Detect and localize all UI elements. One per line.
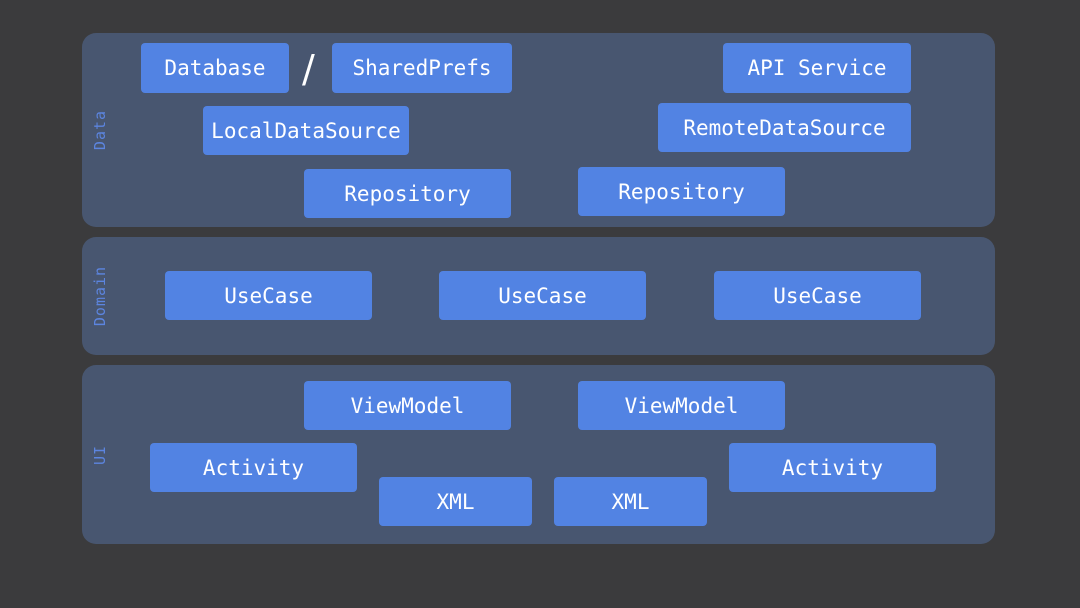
usecase-box-2: UseCase <box>439 271 646 320</box>
xml-box-right: XML <box>554 477 707 526</box>
repository-box-right: Repository <box>578 167 785 216</box>
database-box: Database <box>141 43 289 93</box>
repository-box-left: Repository <box>304 169 511 218</box>
shared-prefs-box: SharedPrefs <box>332 43 512 93</box>
usecase-box-1: UseCase <box>165 271 372 320</box>
ui-layer-label: UI <box>91 444 109 465</box>
data-layer-label: Data <box>91 109 109 151</box>
xml-box-left: XML <box>379 477 532 526</box>
api-service-box: API Service <box>723 43 911 93</box>
remote-data-source-box: RemoteDataSource <box>658 103 911 152</box>
local-data-source-box: LocalDataSource <box>203 106 409 155</box>
activity-box-right: Activity <box>729 443 936 492</box>
activity-box-left: Activity <box>150 443 357 492</box>
domain-layer-label: Domain <box>91 265 109 327</box>
usecase-box-3: UseCase <box>714 271 921 320</box>
viewmodel-box-left: ViewModel <box>304 381 511 430</box>
separator-slash: / <box>302 47 315 91</box>
viewmodel-box-right: ViewModel <box>578 381 785 430</box>
